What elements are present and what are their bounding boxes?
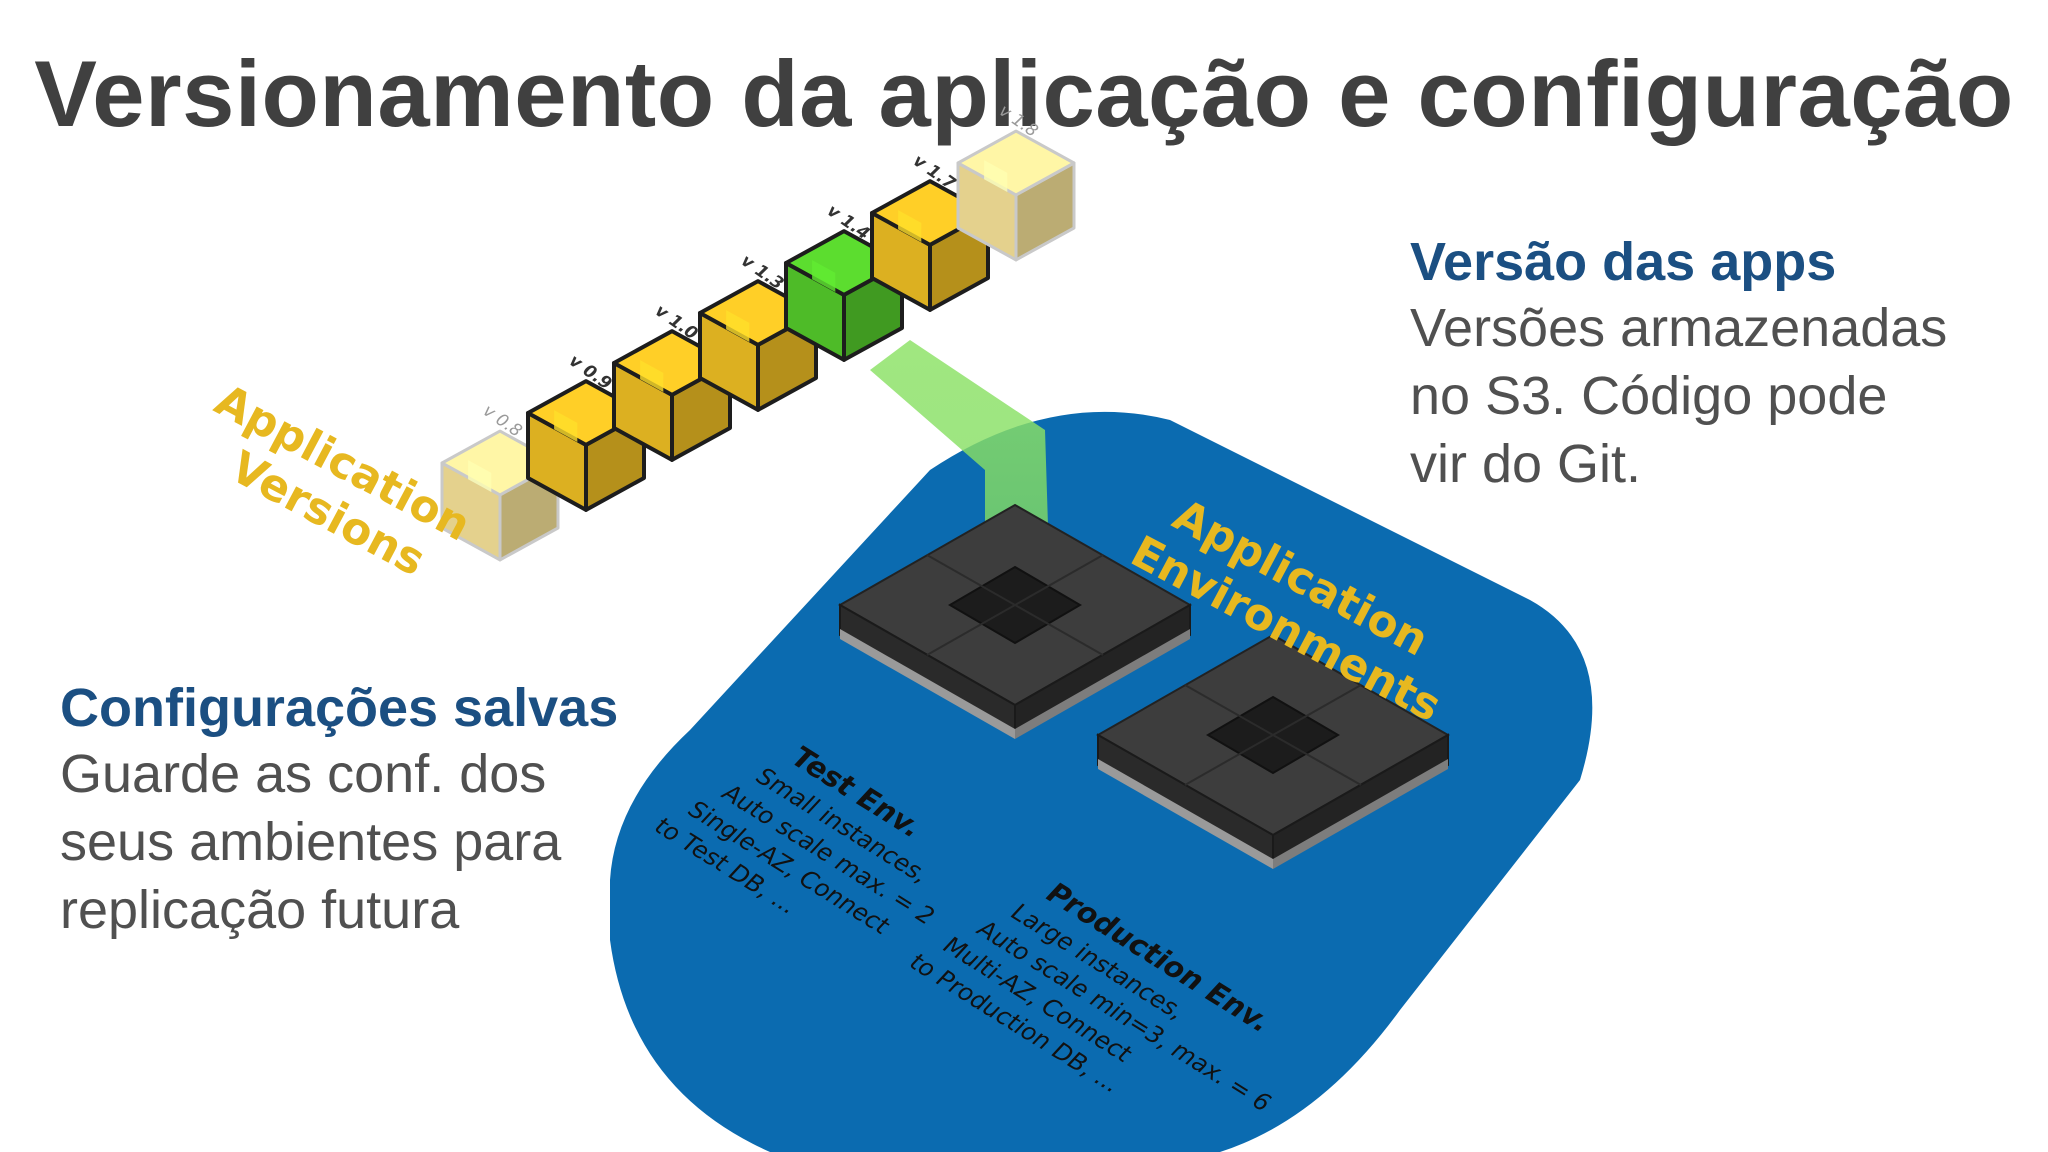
app-versions-text-block: Versão das apps Versões armazenadas no S… [1410, 230, 1947, 498]
saved-configs-line: replicação futura [60, 880, 460, 940]
slide-title: Versionamento da aplicação e configuraçã… [34, 41, 2014, 146]
app-versions-line: no S3. Código pode [1410, 366, 1888, 426]
app-versions-heading: Versão das apps [1410, 232, 1837, 292]
version-cube-v-1-8: v 1.8 [956, 101, 1076, 262]
saved-configs-line: seus ambientes para [60, 812, 562, 872]
production-env-block [1095, 633, 1451, 869]
saved-configs-heading: Configurações salvas [60, 678, 619, 738]
saved-configs-text-block: Configurações salvas Guarde as conf. dos… [60, 676, 618, 944]
saved-configs-line: Guarde as conf. dos [60, 744, 547, 804]
version-cubes: v 0.8v 0.9v 1.0v 1.3v 1.4v 1.7v 1.8 [440, 101, 1076, 562]
application-versions-label: Application Versions [207, 375, 479, 587]
test-env-block [837, 503, 1193, 739]
app-versions-line: vir do Git. [1410, 434, 1642, 494]
app-versions-line: Versões armazenadas [1410, 298, 1948, 358]
